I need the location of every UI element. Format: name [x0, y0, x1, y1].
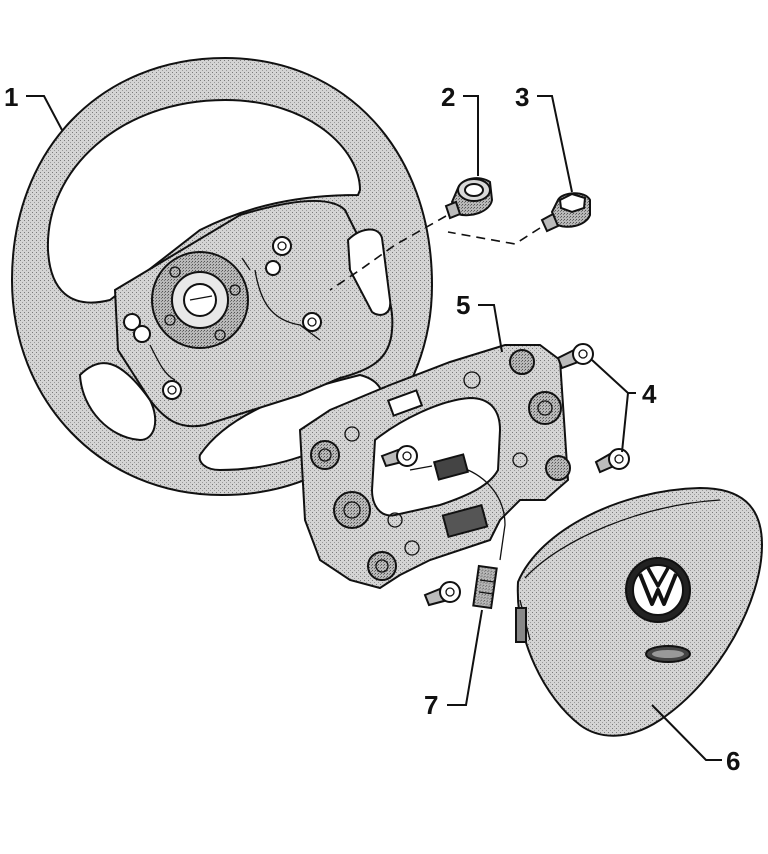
- callout-1: 1: [4, 82, 18, 112]
- airbag-cable-connector: [472, 564, 498, 610]
- assembly-path-bolts: [329, 215, 447, 291]
- switch-buttons-left: [310, 426, 420, 581]
- callout-6: 6: [726, 746, 740, 776]
- leader-lines: [26, 95, 722, 761]
- assembly-path-bolt-3: [447, 227, 541, 245]
- steering-wheel: [10, 56, 434, 497]
- callout-4: 4: [642, 379, 657, 409]
- airbag-unit: [515, 486, 764, 737]
- screw-center: [380, 445, 418, 468]
- callout-3: 3: [515, 82, 529, 112]
- screw-top-right: [556, 343, 594, 370]
- vw-emblem-icon: [625, 557, 691, 623]
- screw-bottom: [423, 581, 461, 607]
- bolt-3: [540, 192, 591, 233]
- callout-2: 2: [441, 82, 455, 112]
- screw-bottom-right: [594, 448, 630, 474]
- bolt-2: [444, 177, 494, 220]
- callout-7: 7: [424, 690, 438, 720]
- switch-module: [298, 344, 571, 590]
- hub-plate: [151, 251, 249, 349]
- connector: [409, 453, 506, 561]
- callout-5: 5: [456, 290, 470, 320]
- switch-buttons-right: [463, 349, 571, 481]
